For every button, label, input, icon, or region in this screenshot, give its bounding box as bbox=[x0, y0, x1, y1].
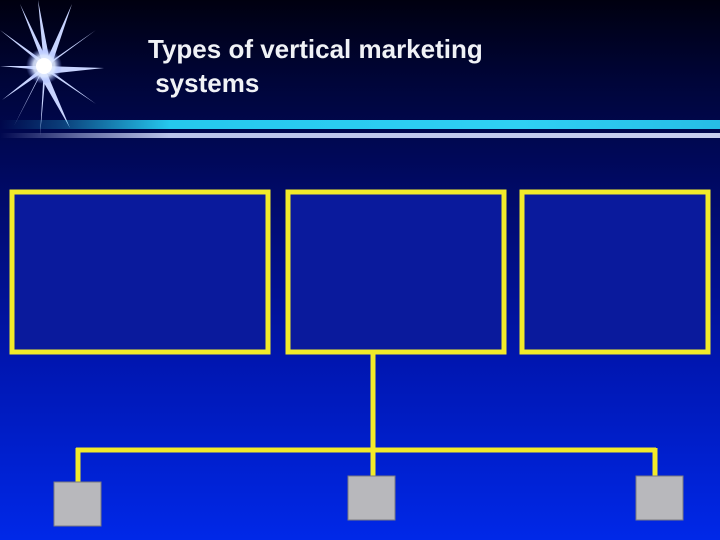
top-box-left bbox=[9, 189, 271, 355]
title-divider-thin bbox=[0, 133, 720, 138]
bottom-box-center bbox=[347, 475, 396, 521]
bottom-box-right bbox=[635, 475, 684, 521]
top-box-right bbox=[519, 189, 711, 355]
slide-title: Types of vertical marketing systems bbox=[148, 34, 483, 98]
top-box-center bbox=[285, 189, 507, 355]
starburst-icon bbox=[0, 0, 104, 136]
title-divider bbox=[0, 120, 720, 129]
bottom-box-left bbox=[53, 481, 102, 527]
